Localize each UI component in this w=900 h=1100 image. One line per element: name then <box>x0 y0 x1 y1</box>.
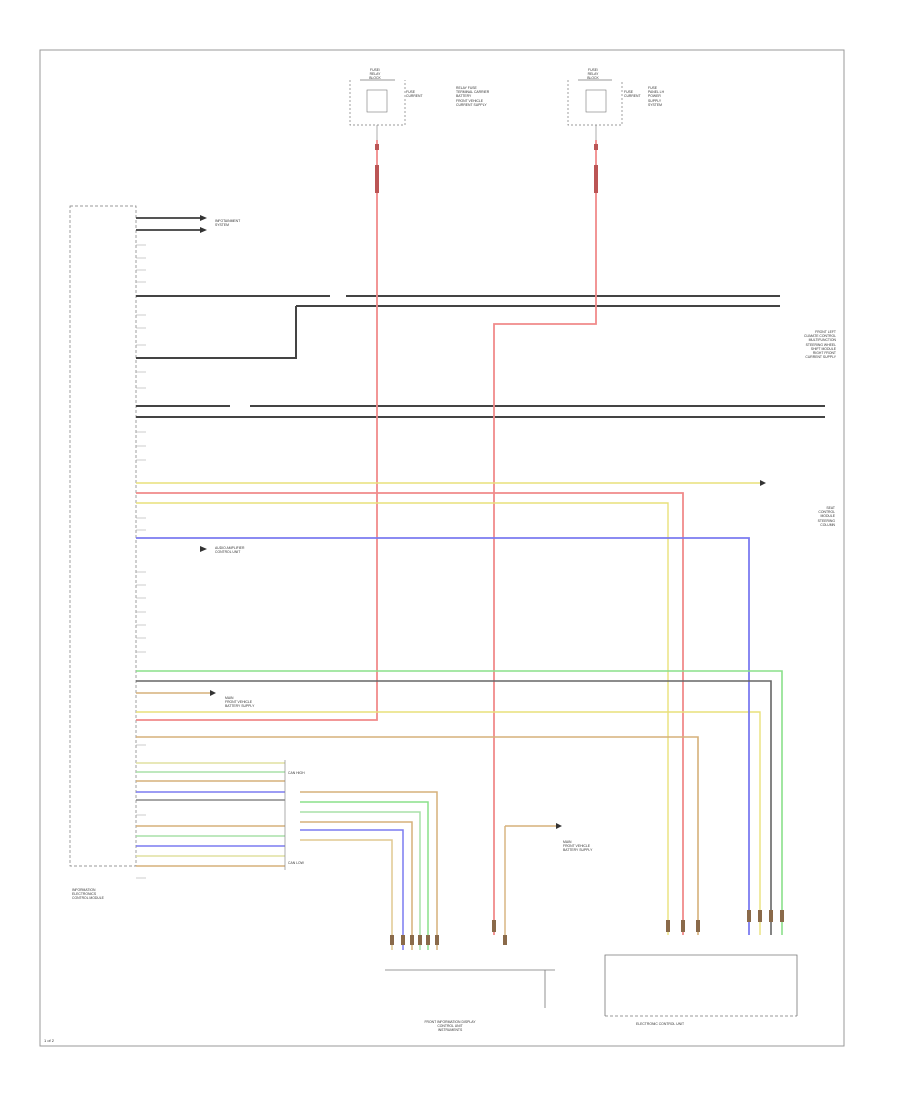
bus-wires-upper <box>136 295 780 359</box>
info-electronics-module-box <box>69 205 137 867</box>
fuse-2-current-label: FUSE CURRENT <box>624 90 641 99</box>
arrow-connectors <box>200 480 766 829</box>
fuse-block-1 <box>349 79 406 140</box>
left-module-label: INFORMATION ELECTRONICS CONTROL MODULE <box>72 888 104 901</box>
right-description-2: SEAT CONTROL MODULE STEERING COLUMN <box>817 506 835 527</box>
fuse-wire-markers <box>375 144 598 193</box>
bus-label-can-high: CAN HIGH <box>288 771 305 775</box>
fuse-block-1-label: FUSE/ RELAY BLOCK <box>369 68 381 81</box>
bottom-pin-markers <box>390 910 784 945</box>
ground-branch <box>504 825 556 935</box>
mid-left-note: MAIN FRONT VEHICLE BATTERY SUPPLY <box>225 696 255 709</box>
top-left-arrow-label: INFOTAINMENT SYSTEM <box>215 219 241 228</box>
page-reference: 1 of 2 <box>44 1038 55 1043</box>
bus-label-can-low: CAN LOW <box>288 861 304 865</box>
fuse-1-current-label: FUSE CURRENT <box>406 90 423 99</box>
fuse-2-description: FUSE PANEL LH POWER SUPPLY SYSTEM <box>648 86 665 107</box>
bundle-wires-right <box>300 791 438 950</box>
bus-wires-lower <box>136 405 825 418</box>
diagram-border <box>39 49 845 1047</box>
bottom-right-module <box>604 954 798 1017</box>
left-arrow-note-2: AUDIO AMPLIFIER CONTROL UNIT <box>215 546 245 555</box>
blue-wires <box>136 537 750 935</box>
top-left-output-wires <box>136 215 207 233</box>
fuse-1-description: RELAY FUSE TERMINAL CARRIER BATTERY FRON… <box>456 86 490 107</box>
right-description-1: FRONT LEFT CLIMATE CONTROL MULTIFUNCTION… <box>804 330 836 360</box>
fuse-block-2-label: FUSE/ RELAY BLOCK <box>587 68 599 81</box>
bottom-left-module-label: FRONT INFORMATION DISPLAY CONTROL UNIT I… <box>424 1020 476 1033</box>
bundle-wires-left <box>136 760 286 870</box>
fuse-block-2 <box>567 79 623 140</box>
bottom-left-module <box>385 969 555 1008</box>
bottom-right-module-label: ELECTRONIC CONTROL UNIT <box>635 1022 685 1026</box>
module-pin-ticks <box>136 217 150 879</box>
lower-bus-wires <box>136 670 783 935</box>
red-power-wires <box>136 140 684 935</box>
mid-right-note: MAIN FRONT VEHICLE BATTERY SUPPLY <box>563 840 593 853</box>
yellow-wires <box>136 482 761 935</box>
